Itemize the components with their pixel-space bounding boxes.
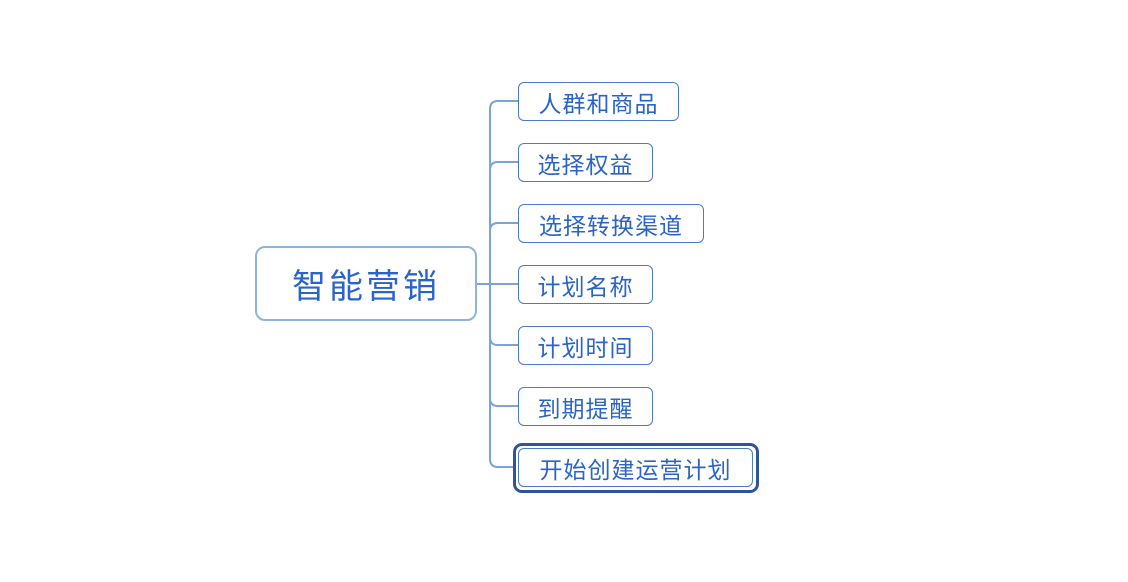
connector-child-5 xyxy=(489,336,519,346)
connector-child-2 xyxy=(489,161,519,171)
selection-outline: 开始创建运营计划 xyxy=(513,443,759,493)
child-node-start-create-operation-plan-selected[interactable]: 开始创建运营计划 xyxy=(518,448,753,487)
child-node-select-conversion-channel[interactable]: 选择转换渠道 xyxy=(518,204,704,243)
connector-child-1 xyxy=(489,100,519,110)
child-node-label: 开始创建运营计划 xyxy=(539,457,732,484)
connector-child-3 xyxy=(489,222,519,232)
connector-child-6 xyxy=(489,397,519,407)
root-node-label: 智能营销 xyxy=(292,267,440,307)
child-node-label: 选择权益 xyxy=(537,152,634,179)
child-node-label: 到期提醒 xyxy=(537,396,634,423)
child-node-plan-time[interactable]: 计划时间 xyxy=(518,326,653,365)
child-node-expiry-reminder[interactable]: 到期提醒 xyxy=(518,387,653,426)
root-node-smart-marketing[interactable]: 智能营销 xyxy=(255,246,477,321)
child-node-crowd-and-goods[interactable]: 人群和商品 xyxy=(518,82,679,121)
child-node-label: 选择转换渠道 xyxy=(539,213,683,240)
connector-child-7 xyxy=(489,458,515,468)
child-node-label: 人群和商品 xyxy=(538,91,659,118)
child-node-label: 计划名称 xyxy=(537,274,634,301)
child-node-label: 计划时间 xyxy=(537,335,634,362)
child-node-plan-name[interactable]: 计划名称 xyxy=(518,265,653,304)
child-node-select-benefits[interactable]: 选择权益 xyxy=(518,143,653,182)
